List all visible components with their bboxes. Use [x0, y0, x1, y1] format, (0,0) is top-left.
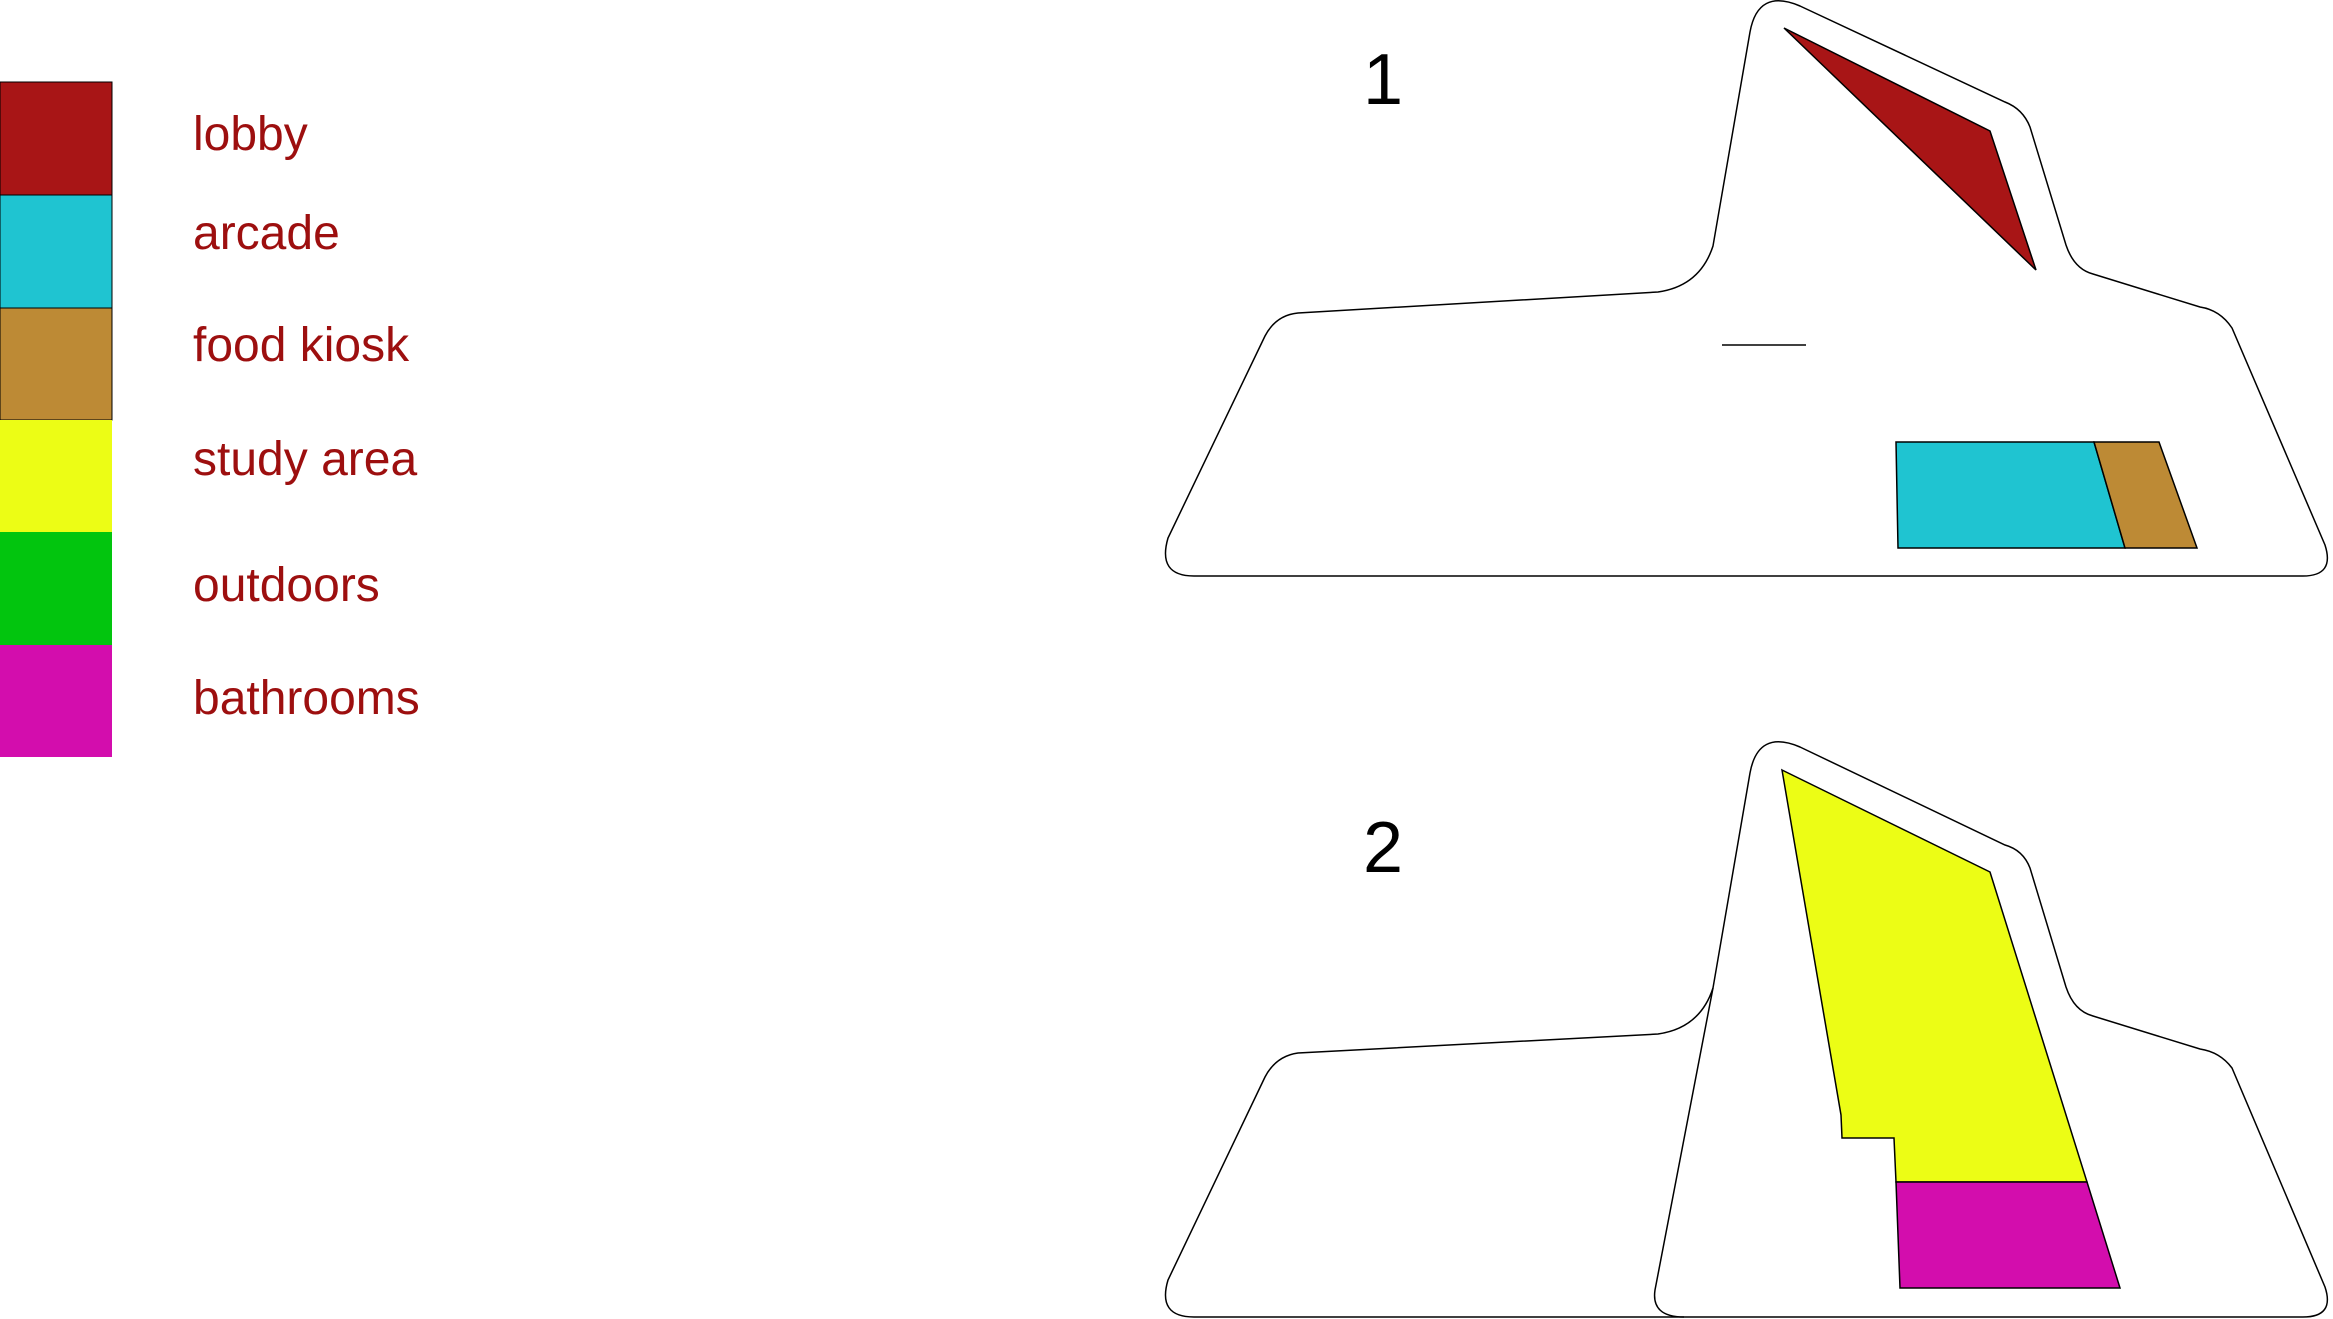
- floor-plan-1: 1: [1164, 0, 2329, 577]
- legend-label-study-area: study area: [193, 433, 417, 486]
- building-outline-floor-1: [1164, 0, 2329, 577]
- zone-lobby: [1783, 27, 2037, 271]
- legend-swatch-outdoors: [0, 532, 112, 645]
- legend-swatch-lobby: [0, 81, 113, 196]
- legend-swatch-study-area: [0, 420, 112, 532]
- legend-item-outdoors: outdoors: [0, 532, 380, 645]
- legend: lobby arcade food kiosk study area outdo…: [0, 81, 420, 757]
- legend-item-study-area: study area: [0, 420, 417, 532]
- legend-swatch-food-kiosk: [0, 307, 113, 421]
- building-outline-floor-2: [1164, 741, 2329, 1318]
- legend-label-lobby: lobby: [193, 108, 308, 161]
- legend-label-food-kiosk: food kiosk: [193, 319, 410, 372]
- legend-swatch-arcade: [0, 194, 113, 309]
- zone-bathrooms: [1895, 1181, 2122, 1289]
- zone-food-kiosk: [2092, 441, 2199, 549]
- zone-study-area: [1781, 768, 2089, 1183]
- legend-item-arcade: arcade: [0, 194, 340, 309]
- legend-item-food-kiosk: food kiosk: [0, 307, 410, 421]
- legend-label-outdoors: outdoors: [193, 559, 380, 612]
- floor-plan-2: 2: [1164, 741, 2329, 1318]
- zone-arcade: [1895, 441, 2127, 549]
- legend-label-arcade: arcade: [193, 207, 340, 260]
- legend-swatch-bathrooms: [0, 645, 112, 757]
- floor-number-2: 2: [1363, 808, 1403, 888]
- legend-label-bathrooms: bathrooms: [193, 672, 420, 725]
- legend-item-lobby: lobby: [0, 81, 308, 196]
- legend-item-bathrooms: bathrooms: [0, 645, 420, 757]
- floor-number-1: 1: [1363, 40, 1403, 120]
- floor-2-divider-line: [1653, 987, 1714, 1318]
